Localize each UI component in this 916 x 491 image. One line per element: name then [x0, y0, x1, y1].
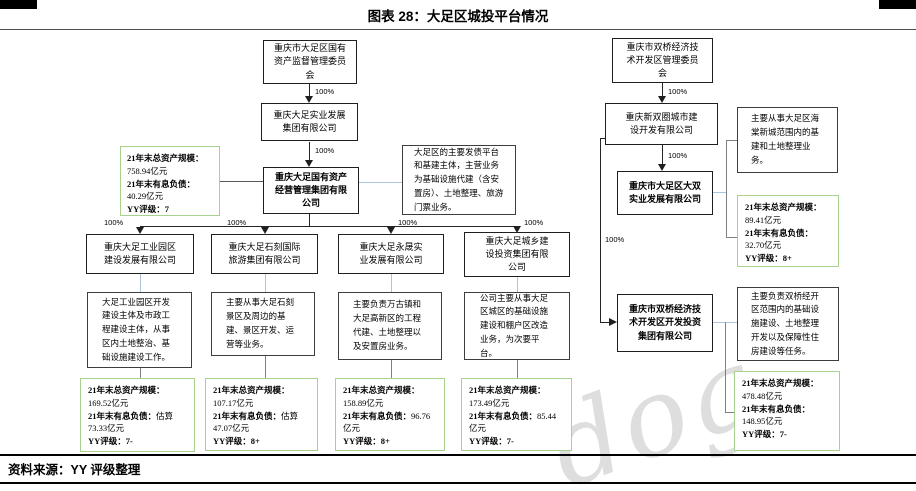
figure-title: 图表 28：大足区城投平台情况	[367, 9, 549, 24]
connector-line	[391, 360, 392, 378]
box-xinshuangquan-urban: 重庆新双圈城市建设开发有限公司	[605, 103, 718, 145]
connector-line	[309, 84, 310, 97]
connector-line	[726, 237, 737, 238]
arrowhead-down-icon	[305, 160, 313, 167]
header-divider	[0, 29, 916, 30]
connector-line	[725, 322, 726, 412]
desc-sub-industrial-park: 大足工业园区开发建设主体及市政工程建设主体，从事区内土地整治、基础设施建设工作。	[87, 292, 192, 368]
connector-line	[662, 83, 663, 96]
stat-rating: YY评级：7-	[469, 436, 514, 446]
footer-divider-top	[0, 454, 916, 456]
connector-line	[517, 277, 518, 292]
box-dazu-sasac: 重庆市大足区国有资产监督管理委员会	[263, 40, 357, 84]
desc-core: 大足区的主要发债平台和基建主体，主营业务为基础设施代建（含安置房）、土地整理、旅…	[402, 145, 516, 215]
stat-debt: 21年末有息负债：40.29亿元	[127, 178, 196, 202]
connector-line	[713, 192, 726, 193]
stat-debt: 21年末有息负债：32.70亿元	[745, 227, 814, 251]
arrowhead-down-icon	[658, 164, 666, 171]
stat-assets: 21年末总资产规模：89.41亿元	[745, 202, 822, 225]
ownership-label: 100%	[605, 235, 625, 244]
arrowhead-down-icon	[136, 227, 144, 234]
stat-debt: 21年末有息负债：96.76亿元	[343, 410, 431, 434]
stat-rating: YY评级：7-	[88, 436, 133, 446]
desc-sub-chengxiang: 公司主要从事大足区城区的基础设施建设和棚户区改造业务，为次要平台。	[464, 292, 570, 360]
stat-rating: YY评级：8+	[745, 253, 792, 263]
desc-dashuang: 主要从事大足区海棠新城范围内的基建和土地整理业务。	[737, 107, 838, 173]
ownership-label: 100%	[398, 218, 418, 227]
stat-assets: 21年末总资产规模：158.89亿元	[343, 385, 420, 408]
desc-shuangqiao-invest-group: 主要负责双桥经开区范围内的基础设施建设、土地整理开发以及保障性住房建设等任务。	[737, 287, 839, 361]
box-sub-industrial-park: 重庆大足工业园区建设发展有限公司	[86, 234, 194, 274]
stats-sub-industrial-park: 21年末总资产规模：169.52亿元 21年末有息负债：估算73.33亿元 YY…	[80, 378, 195, 452]
connector-line	[726, 140, 737, 141]
header-corner-bar-right	[879, 0, 916, 9]
stats-shuangqiao-invest-group: 21年末总资产规模：478.48亿元 21年末有息负债：148.95亿元 YY评…	[734, 371, 840, 451]
stat-rating: YY评级：7	[127, 204, 170, 214]
connector-line	[140, 226, 517, 227]
stats-sub-shike-tourism: 21年末总资产规模：107.17亿元 21年末有息负债：估算47.07亿元 YY…	[205, 378, 318, 451]
box-sub-shike-tourism: 重庆大足石刻国际旅游集团有限公司	[211, 234, 318, 274]
stats-core: 21年末总资产规模：758.94亿元 21年末有息负债：40.29亿元 YY评级…	[120, 146, 220, 216]
box-sub-yongsheng: 重庆大足永晟实业发展有限公司	[338, 234, 444, 274]
connector-line	[600, 138, 605, 139]
connector-line	[140, 274, 141, 292]
connector-line	[600, 322, 610, 323]
stats-sub-chengxiang: 21年末总资产规模：173.49亿元 21年末有息负债：85.44亿元 YY评级…	[461, 378, 572, 451]
ownership-label: 100%	[315, 146, 335, 155]
stats-sub-yongsheng: 21年末总资产规模：158.89亿元 21年末有息负债：96.76亿元 YY评级…	[335, 378, 445, 451]
arrowhead-down-icon	[658, 96, 666, 103]
box-dazu-soe-mgmt-group: 重庆大足国有资产经营管理集团有限公司	[263, 167, 359, 214]
connector-line	[220, 181, 263, 182]
ownership-label: 100%	[315, 87, 335, 96]
connector-line	[662, 145, 663, 165]
connector-line	[265, 356, 266, 378]
desc-sub-shike-tourism: 主要从事大足石刻景区及周边的基建、景区开发、运营等业务。	[211, 292, 315, 356]
connector-line	[726, 140, 727, 237]
source-note: 资料来源：YY 评级整理	[8, 463, 141, 477]
stat-assets: 21年末总资产规模：758.94亿元	[127, 153, 204, 176]
stat-rating: YY评级：7-	[742, 429, 787, 439]
stat-assets: 21年末总资产规模：169.52亿元	[88, 385, 165, 408]
stats-dashuang: 21年末总资产规模：89.41亿元 21年末有息负债：32.70亿元 YY评级：…	[737, 195, 839, 267]
ownership-label: 100%	[104, 218, 124, 227]
connector-line	[265, 274, 266, 292]
connector-line	[725, 412, 734, 413]
connector-line	[309, 142, 310, 161]
connector-line	[391, 274, 392, 292]
connector-line	[359, 182, 402, 183]
connector-line	[309, 214, 310, 227]
box-shuangqiao-mgmt-committee: 重庆市双桥经济技术开发区管理委员会	[612, 38, 713, 83]
arrowhead-right-icon	[609, 318, 617, 326]
stat-assets: 21年末总资产规模：478.48亿元	[742, 378, 819, 401]
stat-rating: YY评级：8+	[213, 436, 260, 446]
footer-divider-bottom	[0, 482, 916, 484]
connector-line	[600, 138, 601, 322]
stat-debt: 21年末有息负债：估算73.33亿元	[88, 410, 174, 434]
connector-line	[517, 360, 518, 378]
arrowhead-down-icon	[261, 227, 269, 234]
ownership-label: 100%	[227, 218, 247, 227]
box-sub-chengxiang: 重庆大足城乡建设投资集团有限公司	[464, 232, 570, 277]
box-dashuang-industry: 重庆市大足区大双实业发展有限公司	[617, 171, 713, 215]
header-corner-bar-left	[0, 0, 37, 9]
arrowhead-down-icon	[387, 227, 395, 234]
ownership-label: 100%	[524, 218, 544, 227]
connector-line	[140, 368, 141, 378]
ownership-label: 100%	[668, 151, 688, 160]
stat-assets: 21年末总资产规模：173.49亿元	[469, 385, 546, 408]
arrowhead-down-icon	[305, 96, 313, 103]
box-dazu-industry-group: 重庆大足实业发展集团有限公司	[261, 103, 358, 141]
stat-rating: YY评级：8+	[343, 436, 390, 446]
box-shuangqiao-invest-group: 重庆市双桥经济技术开发区开发投资集团有限公司	[617, 294, 713, 352]
ownership-label: 100%	[668, 87, 688, 96]
stat-debt: 21年末有息负债：148.95亿元	[742, 403, 811, 427]
stat-debt: 21年末有息负债：估算47.07亿元	[213, 410, 299, 434]
stat-debt: 21年末有息负债：85.44亿元	[469, 410, 557, 434]
desc-sub-yongsheng: 主要负责万古镇和大足高新区的工程代建、土地整理以及安置房业务。	[338, 292, 442, 360]
arrowhead-down-icon	[513, 226, 521, 233]
stat-assets: 21年末总资产规模：107.17亿元	[213, 385, 290, 408]
